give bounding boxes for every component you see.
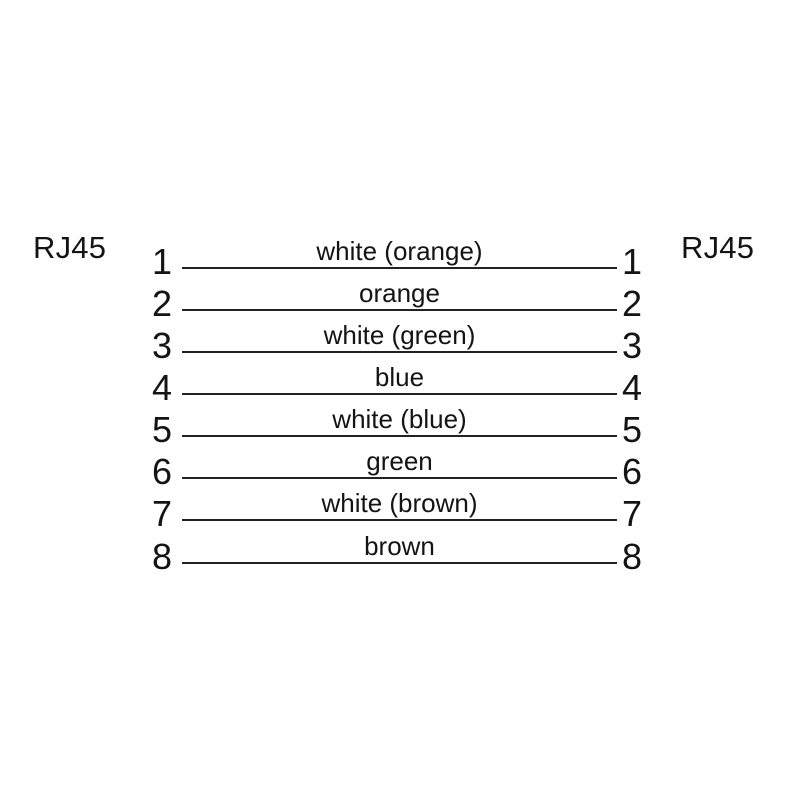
wire-line — [182, 435, 617, 437]
pin-number-right: 3 — [622, 325, 643, 366]
pin-number-left: 7 — [151, 493, 172, 534]
pin-number-left: 6 — [151, 451, 172, 492]
wire-color-label: green — [366, 446, 433, 476]
wire-color-label: brown — [364, 531, 435, 561]
wire-color-label: orange — [359, 278, 440, 308]
wire-line — [182, 519, 617, 521]
wire-color-label: white (orange) — [316, 236, 483, 266]
pin-number-left: 5 — [151, 409, 172, 450]
connector-label-left: RJ45 — [33, 230, 107, 265]
wire-line — [182, 562, 617, 564]
wire-line — [182, 267, 617, 269]
pin-number-right: 1 — [622, 241, 643, 282]
wire-color-label: blue — [374, 362, 425, 392]
pin-number-left: 4 — [151, 367, 172, 408]
connector-label-right: RJ45 — [681, 230, 755, 265]
pin-number-left: 3 — [151, 325, 172, 366]
pin-number-left: 8 — [151, 536, 172, 577]
pin-number-right: 7 — [622, 493, 643, 534]
pin-number-right: 5 — [622, 409, 643, 450]
pin-number-right: 8 — [622, 536, 643, 577]
pin-number-left: 1 — [151, 241, 172, 282]
wire-line — [182, 477, 617, 479]
wire-line — [182, 393, 617, 395]
wire-line — [182, 351, 617, 353]
wire-color-label: white (blue) — [332, 404, 467, 434]
wire-color-label: white (brown) — [321, 488, 478, 518]
pin-number-right: 4 — [622, 367, 643, 408]
pin-number-left: 2 — [151, 283, 172, 324]
wire-color-label: white (green) — [323, 320, 476, 350]
pin-number-right: 6 — [622, 451, 643, 492]
pin-number-right: 2 — [622, 283, 643, 324]
wire-line — [182, 309, 617, 311]
